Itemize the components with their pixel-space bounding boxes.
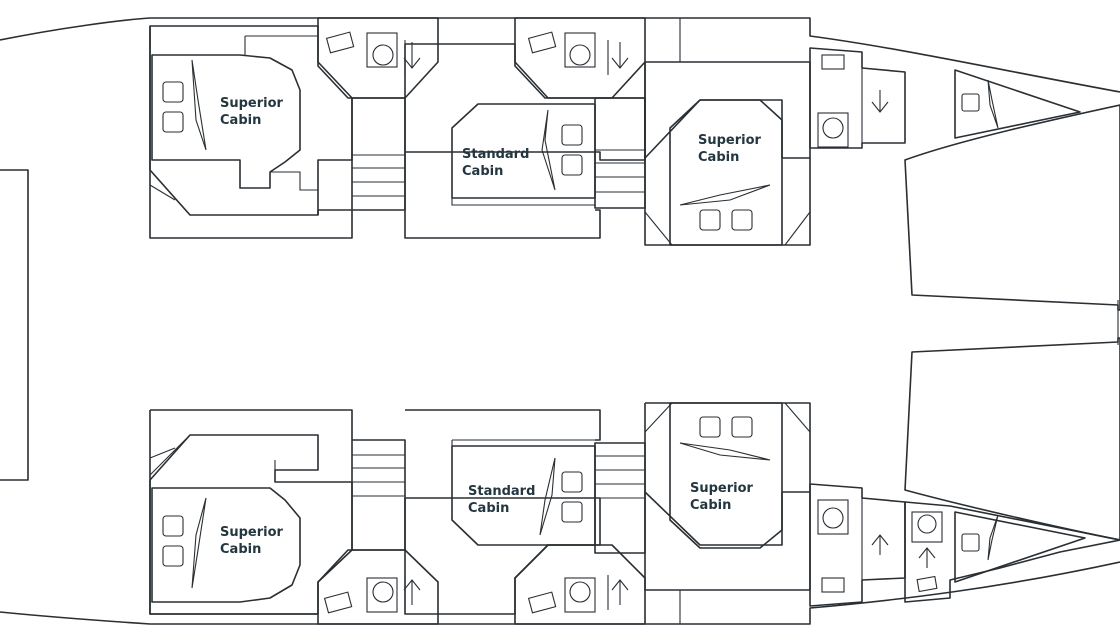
head-top-left (317, 17, 439, 99)
shower-arrow-up-icon (611, 579, 629, 605)
toilet-icon (917, 514, 937, 534)
hull-outline (0, 17, 1120, 625)
stairs-bottom-left (351, 439, 406, 551)
cabin-bottom-right-label-1: Superior (690, 481, 754, 496)
cabin-top-left-bed (151, 54, 301, 189)
forepeak-top (954, 69, 1081, 139)
corridor-bottom-right (644, 491, 811, 591)
vanity-icon (323, 591, 353, 614)
cabin-bottom-right-bed (669, 402, 783, 549)
bottom-hull (149, 402, 1120, 625)
head-bottom-left (317, 549, 439, 625)
head-bottom-right (809, 483, 906, 607)
cabin-bottom-left-label-2: Cabin (220, 542, 261, 557)
toilet-icon-box (911, 511, 943, 543)
shower-arrow-up-icon (403, 579, 421, 605)
cabin-top-right-bed (669, 99, 783, 246)
cabin-bottom-middle-label-2: Cabin (468, 501, 509, 516)
shower-arrow-down-icon (403, 42, 421, 69)
toilet-icon-box (817, 499, 849, 535)
cabin-bottom-right-label-2: Cabin (690, 498, 731, 513)
toilet-icon-box (366, 577, 398, 613)
cabin-top-middle-label-1: Standard (462, 147, 529, 162)
shower-arrow-down-icon (611, 42, 629, 69)
shower-arrow-up-icon (871, 534, 889, 555)
head-bottom-middle (514, 544, 646, 625)
toilet-icon-box (564, 577, 596, 613)
cabin-bottom-middle-label-1: Standard (468, 484, 535, 499)
cabin-bottom-left-bed (151, 487, 301, 603)
cabin-labels: Superior Cabin Standard Cabin Superior C… (220, 96, 762, 557)
cabin-top-middle-bed (451, 103, 596, 199)
toilet-icon (569, 44, 591, 66)
cabin-bottom-middle-bed (451, 445, 596, 546)
toilet-icon (569, 581, 591, 603)
toilet-icon (372, 581, 394, 603)
vanity-icon (821, 54, 845, 70)
cabin-top-right-label-2: Cabin (698, 150, 739, 165)
bed-details (162, 59, 771, 589)
cabin-bottom-left-label-1: Superior (220, 525, 284, 540)
cabin-top-right-label-1: Superior (698, 133, 762, 148)
vanity-icon (916, 575, 938, 593)
shower-arrow-down-icon (871, 90, 889, 113)
corridor-top-mid (404, 43, 646, 161)
forepeak-bottom (904, 501, 1120, 603)
vanity-icon (821, 577, 845, 593)
toilet-icon (372, 44, 394, 66)
vanity-icon (325, 31, 355, 54)
toilet-icon-box (366, 32, 398, 68)
toilet-icon-box (564, 32, 596, 68)
toilet-icon (822, 507, 844, 529)
toilet-icon-box (817, 112, 849, 148)
top-hull (149, 17, 1081, 246)
cabin-top-left-label-2: Cabin (220, 113, 261, 128)
cabin-top-middle-label-2: Cabin (462, 164, 503, 179)
vanity-icon (527, 591, 557, 614)
vanity-icon (527, 31, 557, 54)
stairs-top-left (351, 97, 406, 211)
cabin-top-left-label-1: Superior (220, 96, 284, 111)
toilet-icon (822, 117, 844, 139)
shower-arrow-up-icon (918, 547, 936, 568)
